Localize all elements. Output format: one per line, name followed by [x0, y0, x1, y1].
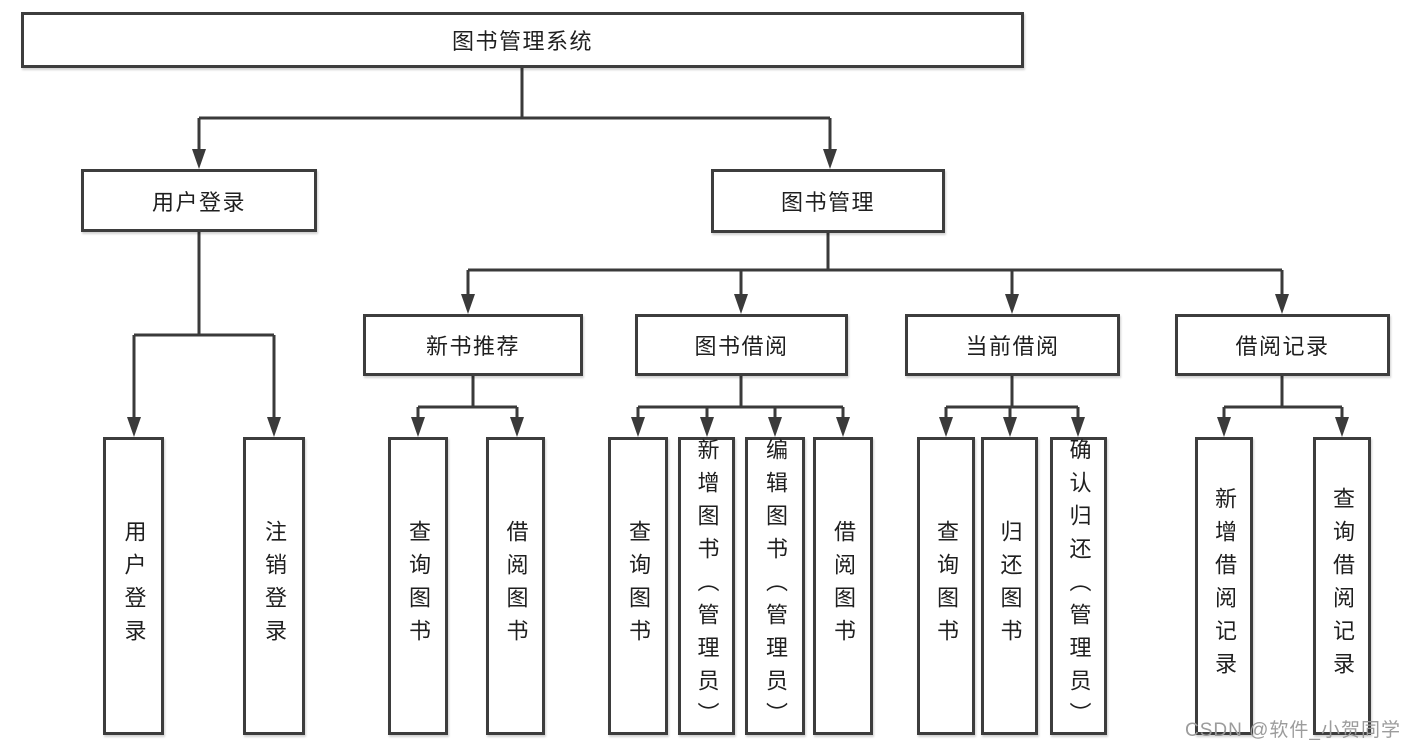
- leaf-borrow-query-label: 查询图书: [626, 520, 651, 652]
- leaf-current-query-label: 查询图书: [934, 520, 959, 652]
- leaf-current-confirm-admin: 确认归还（管理员）: [1050, 437, 1107, 735]
- leaf-newbooks-query: 查询图书: [388, 437, 448, 735]
- leaf-borrow-add-admin-label: 新增图书（管理员）: [694, 437, 720, 735]
- leaf-newbooks-query-label: 查询图书: [406, 520, 431, 652]
- leaf-record-add: 新增借阅记录: [1195, 437, 1253, 735]
- leaf-current-return-label: 归还图书: [997, 520, 1023, 652]
- leaf-borrow-book: 借阅图书: [813, 437, 873, 735]
- node-current-borrow: 当前借阅: [905, 314, 1120, 376]
- node-new-book-recommend-label: 新书推荐: [425, 334, 520, 359]
- leaf-newbooks-borrow-label: 借阅图书: [503, 520, 529, 652]
- node-book-borrow-label: 图书借阅: [694, 334, 789, 359]
- node-book-management-label: 图书管理: [780, 190, 875, 215]
- leaf-record-query-label: 查询借阅记录: [1330, 487, 1355, 685]
- leaf-borrow-query: 查询图书: [608, 437, 668, 735]
- leaf-current-query: 查询图书: [917, 437, 975, 735]
- node-new-book-recommend: 新书推荐: [363, 314, 583, 376]
- node-root-label: 图书管理系统: [451, 29, 593, 54]
- node-book-borrow: 图书借阅: [635, 314, 848, 376]
- leaf-current-return: 归还图书: [981, 437, 1038, 735]
- node-user-login: 用户登录: [81, 169, 317, 232]
- leaf-logout: 注销登录: [243, 437, 305, 735]
- node-borrow-records: 借阅记录: [1175, 314, 1390, 376]
- leaf-record-add-label: 新增借阅记录: [1212, 487, 1237, 685]
- node-user-login-label: 用户登录: [151, 189, 246, 215]
- node-current-borrow-label: 当前借阅: [965, 334, 1060, 359]
- leaf-current-confirm-admin-label: 确认归还（管理员）: [1066, 437, 1092, 735]
- leaf-logout-label: 注销登录: [262, 520, 287, 652]
- csdn-watermark: CSDN @软件_小贺同学: [1185, 720, 1401, 741]
- leaf-user-login-label: 用户登录: [121, 520, 147, 652]
- leaf-borrow-add-admin: 新增图书（管理员）: [678, 437, 735, 735]
- leaf-borrow-book-label: 借阅图书: [831, 520, 856, 652]
- leaf-borrow-edit-admin: 编辑图书（管理员）: [745, 437, 805, 735]
- leaf-newbooks-borrow: 借阅图书: [486, 437, 545, 735]
- node-borrow-records-label: 借阅记录: [1235, 334, 1330, 359]
- leaf-user-login: 用户登录: [103, 437, 164, 735]
- node-book-management: 图书管理: [711, 169, 945, 233]
- leaf-record-query: 查询借阅记录: [1313, 437, 1371, 735]
- leaf-borrow-edit-admin-label: 编辑图书（管理员）: [763, 437, 788, 735]
- node-root: 图书管理系统: [21, 12, 1024, 68]
